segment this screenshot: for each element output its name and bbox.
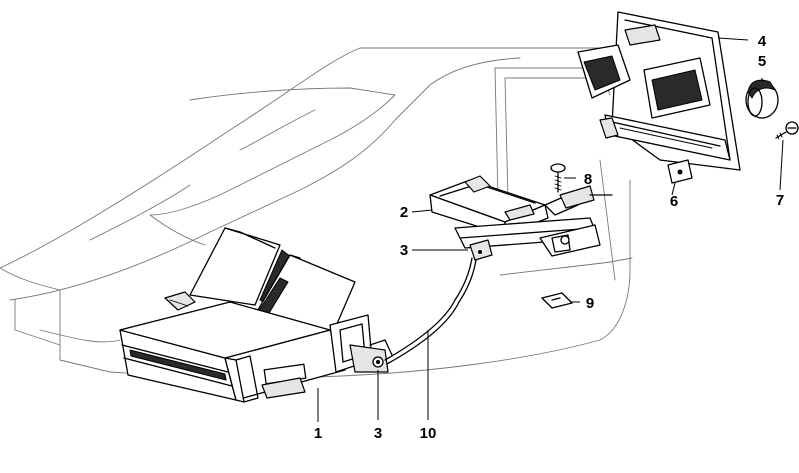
screw-8: [550, 163, 566, 193]
callout-4: 4: [758, 33, 767, 50]
clip-nut-6: [667, 159, 693, 184]
heater-housing: [577, 11, 741, 171]
callout-6: 6: [670, 193, 678, 210]
grommet: [745, 79, 779, 119]
callout-7: 7: [776, 192, 784, 209]
callout-10: 10: [420, 425, 437, 442]
callout-3-lower: 3: [374, 425, 382, 442]
callouts: 1 2 3 3 4 5 6 7 8 9 10: [314, 33, 784, 442]
callout-1: 1: [314, 425, 322, 442]
bowden-cable: [384, 257, 477, 365]
duct-flap-lever: [329, 314, 393, 373]
callout-5: 5: [758, 53, 766, 70]
control-bracket: [429, 175, 613, 261]
callout-8: 8: [584, 171, 592, 188]
speed-nut-9: [541, 292, 573, 309]
screw-7: [775, 121, 799, 140]
callout-3-upper: 3: [400, 242, 408, 259]
callout-9: 9: [586, 295, 594, 312]
callout-2: 2: [400, 204, 408, 221]
floor-air-duct: [119, 227, 356, 403]
leader-lines: [317, 37, 784, 422]
